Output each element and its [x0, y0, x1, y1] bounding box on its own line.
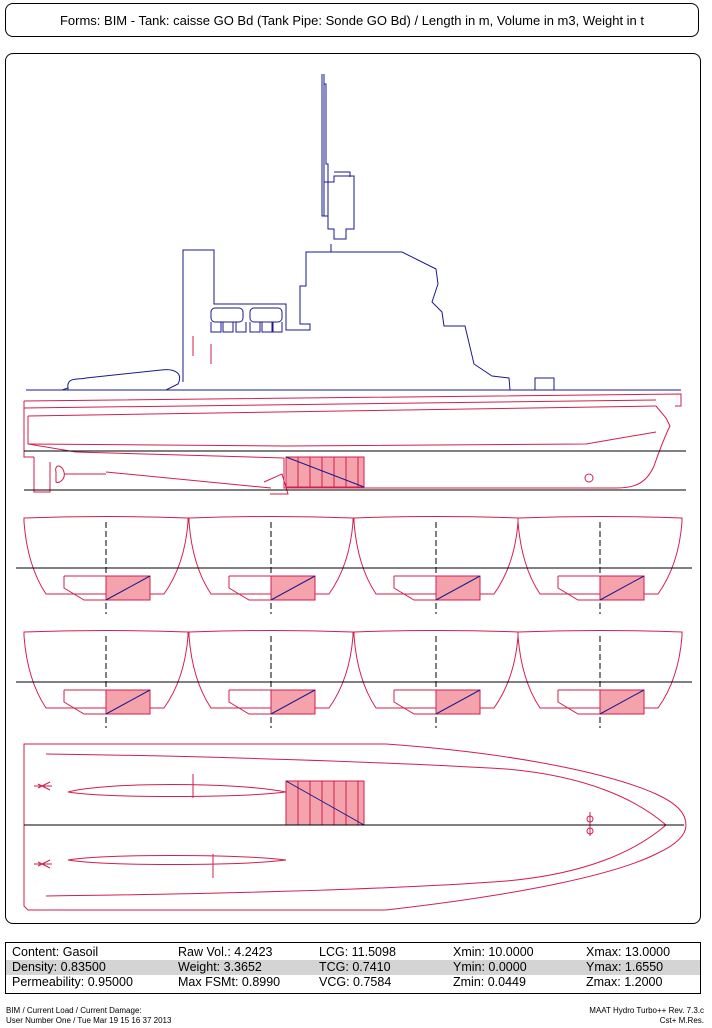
footer-user-date: User Number One / Tue Mar 19 15 16 37 20…: [6, 1016, 172, 1025]
page-title: Forms: BIM - Tank: caisse GO Bd (Tank Pi…: [59, 12, 645, 28]
info-row: Content: Gasoil Raw Vol.: 4.2423 LCG: 11…: [6, 945, 700, 960]
max-fsmt-value: Max FSMt: 0.8990: [178, 975, 281, 989]
zmax-value: Zmax: 1.2000: [586, 975, 663, 989]
vcg-value: VCG: 0.7584: [319, 975, 392, 989]
info-row: Density: 0.83500 Weight: 3.3652 TCG: 0.7…: [6, 960, 700, 975]
section-views-row-2: [16, 630, 692, 729]
zmin-value: Zmin: 0.0449: [453, 975, 526, 989]
hull-drawing: [16, 74, 692, 911]
superstructure-outline: [26, 74, 681, 391]
xmin-value: Xmin: 10.0000: [453, 945, 534, 959]
permeability-value: Permeability: 0.95000: [12, 975, 133, 989]
tank-info-panel: Content: Gasoil Raw Vol.: 4.2423 LCG: 11…: [5, 942, 701, 994]
hull-profile: [23, 336, 682, 495]
section-views-row-1: [16, 516, 692, 615]
ymin-value: Ymin: 0.0000: [453, 960, 527, 974]
footer-left: BIM / Current Load / Current Damage: Use…: [6, 1006, 171, 1026]
page-title-box: Forms: BIM - Tank: caisse GO Bd (Tank Pi…: [5, 3, 699, 37]
ymax-value: Ymax: 1.6550: [586, 960, 664, 974]
info-row: Permeability: 0.95000 Max FSMt: 0.8990 V…: [6, 975, 700, 990]
plan-view: [23, 743, 687, 911]
profile-view: [23, 74, 686, 495]
tank-drawing-panel: [5, 53, 701, 924]
content-value: Content: Gasoil: [12, 945, 99, 959]
raw-volume-value: Raw Vol.: 4.2423: [178, 945, 273, 959]
weight-value: Weight: 3.3652: [178, 960, 262, 974]
footer-resolution: Cst+ M.Res.: [659, 1016, 704, 1025]
footer-right: MAAT Hydro Turbo++ Rev. 7.3.c Cst+ M.Res…: [589, 1006, 704, 1026]
footer-load-state: BIM / Current Load / Current Damage:: [6, 1006, 142, 1015]
lcg-value: LCG: 11.5098: [319, 945, 396, 959]
tcg-value: TCG: 0.7410: [319, 960, 391, 974]
density-value: Density: 0.83500: [12, 960, 106, 974]
footer-software-version: MAAT Hydro Turbo++ Rev. 7.3.c: [589, 1006, 704, 1015]
xmax-value: Xmax: 13.0000: [586, 945, 671, 959]
